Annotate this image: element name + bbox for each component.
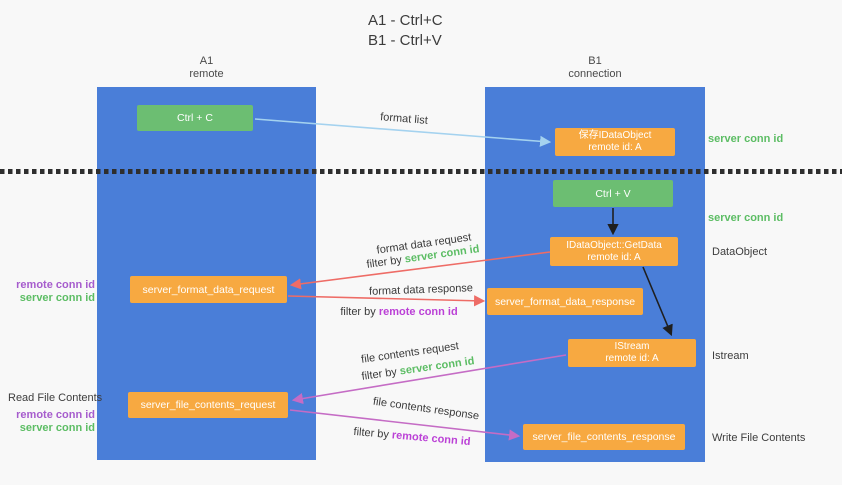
title-line-1: A1 - Ctrl+C: [368, 12, 443, 29]
filter-by-text: filter by: [340, 306, 376, 318]
node-server-format-data-response: server_format_data_response: [487, 288, 643, 315]
node-server-format-data-request: server_format_data_request: [130, 276, 287, 303]
label-dataobject: DataObject: [712, 246, 768, 258]
node-ctrl-c-label: Ctrl + C: [177, 112, 213, 124]
file-contents-response-arrow: [289, 409, 521, 441]
node-istream-line2: remote id: A: [605, 353, 659, 364]
node-server-file-contents-response-label: server_file_contents_response: [532, 431, 676, 443]
node-server-format-data-response-label: server_format_data_response: [494, 295, 636, 308]
lane-right-name: B1: [588, 55, 602, 67]
label-conn-id-pair-top: remote conn id server conn id: [16, 279, 95, 305]
label-write-file-contents: Write File Contents: [712, 432, 806, 444]
lane-left-role: remote: [189, 68, 224, 80]
label-server-conn-id-mid: server conn id: [708, 212, 784, 224]
node-istream-line1: IStream: [614, 341, 650, 352]
dotted-separator-line: [0, 169, 842, 174]
label-server-conn-id-left-bottom: server conn id: [19, 422, 95, 434]
label-server-conn-id-top: server conn id: [708, 133, 784, 145]
format-data-request-arrow: [289, 251, 551, 290]
label-remote-conn-id-top: remote conn id: [16, 279, 95, 291]
format-data-response-arrow: [287, 295, 486, 307]
title-line-2: B1 - Ctrl+V: [368, 32, 442, 49]
node-ctrl-c: Ctrl + C: [137, 105, 253, 131]
node-idataobject-getdata: IDataObject::GetData remote id: A: [550, 237, 678, 266]
node-server-file-contents-request-label: server_file_contents_request: [140, 399, 276, 411]
node-idataobject-getdata-line1: IDataObject::GetData: [566, 239, 662, 251]
lane-left-name: A1: [199, 55, 214, 67]
remote-conn-id-text: remote conn id: [378, 306, 458, 318]
label-conn-id-pair-bottom: remote conn id server conn id: [16, 409, 95, 435]
node-server-file-contents-request: server_file_contents_request: [128, 392, 288, 418]
node-save-idataobject-line2: remote id: A: [588, 142, 642, 153]
node-server-format-data-request-label: server_format_data_request: [142, 283, 275, 296]
node-server-file-contents-response: server_file_contents_response: [523, 424, 685, 450]
node-save-idataobject: 保存IDataObject remote id: A: [555, 128, 675, 156]
label-read-file-contents: Read File Contents: [8, 392, 103, 404]
label-filter-format-response: filter by remote conn id: [340, 306, 457, 318]
node-istream: IStream remote id: A: [568, 339, 696, 367]
format-list-arrow: [254, 118, 552, 147]
lane-header-right: B1 connection: [485, 55, 705, 81]
label-remote-conn-id-bottom: remote conn id: [16, 409, 95, 421]
node-ctrl-v-label: Ctrl + V: [595, 187, 631, 200]
node-idataobject-getdata-line2: remote id: A: [587, 251, 641, 263]
node-ctrl-v: Ctrl + V: [553, 180, 673, 207]
diagram-title: A1 - Ctrl+C B1 - Ctrl+V: [368, 11, 443, 51]
file-contents-request-arrow: [291, 354, 567, 405]
lane-right-role: connection: [568, 68, 622, 80]
node-save-idataobject-line1: 保存IDataObject: [578, 130, 652, 141]
lane-header-left: A1 remote: [97, 55, 316, 81]
getdata-to-istream-arrow: [642, 266, 673, 337]
label-istream: Istream: [712, 350, 749, 362]
label-server-conn-id-left-top: server conn id: [19, 292, 95, 304]
